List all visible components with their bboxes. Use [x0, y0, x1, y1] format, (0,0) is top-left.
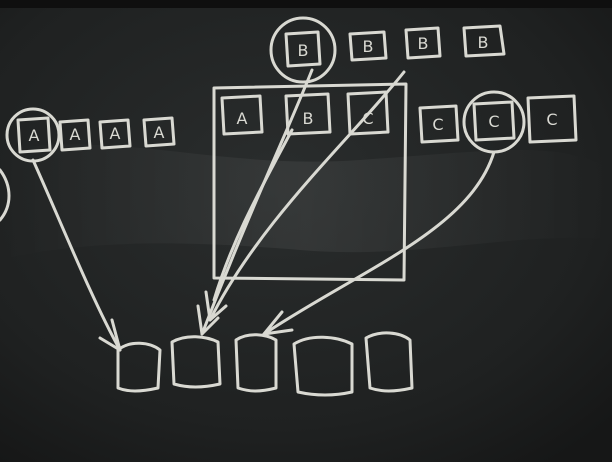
chalk-letter-box-1: A — [237, 109, 248, 128]
chalk-letter-right-1: C — [432, 115, 443, 134]
bottom-slot — [170, 335, 222, 389]
row-right: C C C — [418, 90, 578, 154]
arrow-top-to-slot2 — [208, 70, 406, 322]
left-edge-partial-arc — [0, 168, 11, 222]
chalk-letter-left-4: A — [154, 123, 165, 142]
chalk-letter-right-3: C — [546, 110, 557, 129]
top-edge — [0, 0, 612, 8]
chalk-letter-top-1: B — [298, 41, 309, 60]
bottom-slot — [234, 333, 278, 393]
chalk-letter-top-3: B — [418, 34, 429, 53]
big-square — [212, 82, 408, 282]
chalk-letter-left-1: A — [29, 126, 40, 145]
circle-top-b — [269, 16, 337, 84]
arrow-c-to-slot3 — [262, 150, 496, 336]
row-top: B B B B — [269, 16, 506, 84]
row-box: A B C — [220, 90, 390, 136]
bottom-slot — [292, 335, 354, 397]
chalk-letter-top-2: B — [363, 37, 374, 56]
arrow-a-to-slot1 — [31, 158, 122, 352]
chalk-letter-right-2: C — [488, 112, 499, 131]
chalk-smear — [0, 144, 612, 260]
bottom-slots — [116, 331, 414, 397]
chalk-letter-box-2: B — [303, 109, 314, 128]
chalk-letter-left-2: A — [70, 125, 81, 144]
bottom-slot — [364, 331, 414, 393]
bottom-slot — [116, 341, 162, 393]
chalk-letter-box-3: C — [362, 109, 373, 128]
chalk-letter-top-4: B — [478, 33, 489, 52]
arrows — [31, 68, 496, 352]
arrow-box-b-down — [212, 128, 294, 302]
chalk-letter-left-3: A — [110, 124, 121, 143]
